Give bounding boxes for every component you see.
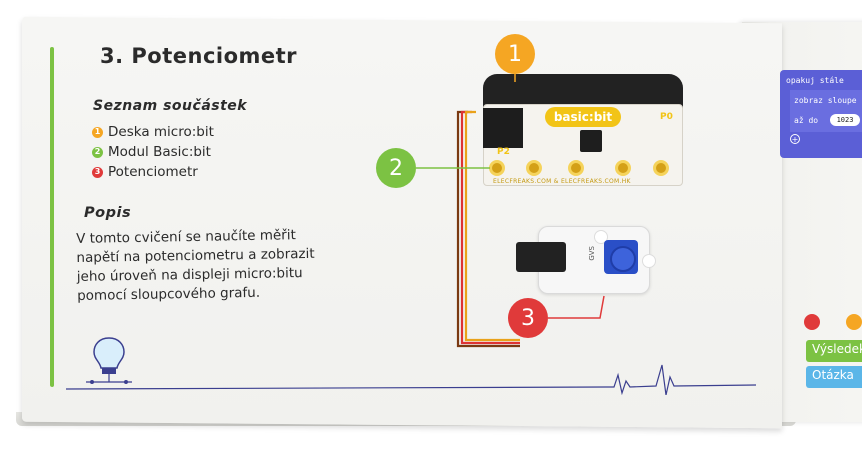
board-chip — [580, 130, 602, 152]
code-line: opakuj stále — [786, 76, 844, 85]
pot-knob — [604, 240, 638, 274]
board-pin — [489, 160, 505, 176]
code-line: až do — [794, 116, 819, 125]
parts-list-item: 3 Potenciometr — [92, 162, 214, 182]
pin-label: P0 — [660, 112, 673, 122]
number-1-icon: 1 — [92, 126, 103, 138]
baseline-divider — [66, 364, 756, 395]
heartbeat-line-icon — [606, 364, 756, 395]
pin-label: P2 — [497, 147, 510, 157]
result-tag: Výsledek — [806, 340, 862, 362]
number-3-icon: 3 — [92, 166, 103, 178]
pot-connector — [516, 242, 566, 272]
board-pin — [526, 160, 542, 176]
pin-header — [483, 108, 523, 148]
parts-list-item: 1 Deska micro:bit — [92, 122, 214, 142]
part-label: Potenciometr — [108, 164, 198, 180]
callout-1: 1 — [495, 34, 535, 74]
part-label: Modul Basic:bit — [108, 144, 211, 160]
board-pin — [615, 160, 631, 176]
parts-heading: Seznam součástek — [93, 98, 248, 114]
red-dot — [804, 314, 820, 330]
description-heading: Popis — [84, 205, 132, 221]
mount-hole — [642, 254, 656, 268]
board-label: basic:bit — [545, 107, 621, 127]
part-label: Deska micro:bit — [108, 124, 214, 140]
question-tag: Otázka — [806, 366, 862, 388]
plus-icon: + — [790, 134, 800, 144]
orange-dot — [846, 314, 862, 330]
board-url: ELECFREAKS.COM & ELECFREAKS.COM.HK — [493, 178, 631, 185]
number-2-icon: 2 — [92, 146, 103, 158]
parts-list-item: 2 Modul Basic:bit — [92, 142, 214, 162]
callout-2: 2 — [376, 148, 416, 188]
code-line: zobraz sloupe — [794, 96, 857, 105]
wiring — [456, 110, 520, 348]
parts-list: 1 Deska micro:bit 2 Modul Basic:bit 3 Po… — [92, 122, 214, 182]
lightbulb-icon — [86, 337, 132, 384]
board-pin — [568, 160, 584, 176]
code-value: 1023 — [830, 114, 860, 126]
callout-3: 3 — [508, 298, 548, 338]
board-pin — [653, 160, 669, 176]
page-title: 3. Potenciometr — [100, 44, 298, 68]
